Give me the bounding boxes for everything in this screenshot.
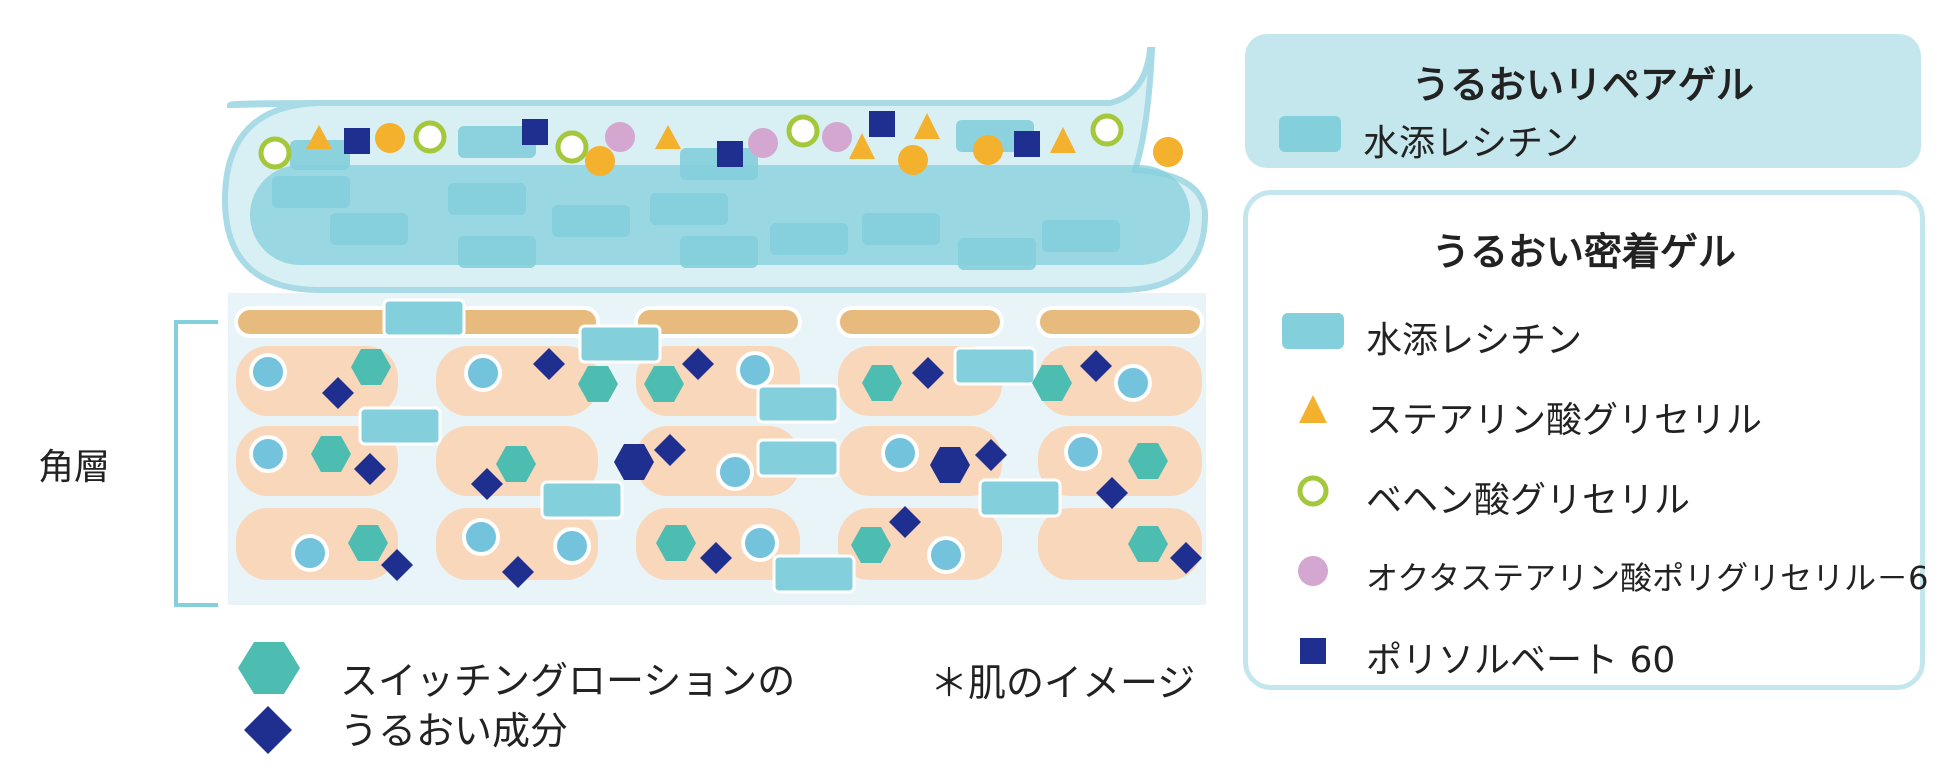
square-icon [1300, 638, 1326, 664]
repair-gel-legend: うるおいリペアゲル 水添レシチン [1245, 34, 1921, 168]
stratum-corneum [174, 293, 1206, 607]
hexagon-icon [238, 642, 300, 694]
stratum-corneum-label: 角層 [38, 447, 111, 488]
skin-diagram [174, 47, 1209, 754]
skin-image-note: ＊肌のイメージ [930, 661, 1196, 705]
bubble-ingredients [258, 111, 1183, 176]
diamond-icon [244, 706, 292, 754]
rounded-rect-icon [1282, 313, 1344, 349]
legend-item-label: ベヘン酸グリセリル [1366, 480, 1691, 521]
legend-item-label: 水添レシチン [1363, 123, 1580, 164]
purple-circle-icon [1298, 556, 1328, 586]
switching-lotion-label-line2: うるおい成分 [340, 709, 569, 753]
repair-gel-title: うるおいリペアゲル [1411, 63, 1754, 107]
triangle-icon [1299, 395, 1327, 423]
adhesion-gel-legend: うるおい密着ゲル 水添レシチン ステアリン酸グリセリル ベヘン酸グリセリル オク… [1243, 190, 1929, 690]
ring-icon [1297, 475, 1329, 507]
rounded-rect-icon [1279, 116, 1341, 152]
switching-lotion-label-line1: スイッチングローションの [340, 659, 796, 703]
legend-item-label: ステアリン酸グリセリル [1366, 400, 1763, 441]
adhesion-gel-title: うるおい密着ゲル [1431, 230, 1736, 274]
legend-item-label: 水添レシチン [1366, 320, 1583, 361]
legend-item-label: オクタステアリン酸ポリグリセリル－6 [1366, 559, 1929, 597]
legend-item-label: ポリソルベート 60 [1366, 640, 1676, 681]
gel-bubble [221, 47, 1209, 293]
